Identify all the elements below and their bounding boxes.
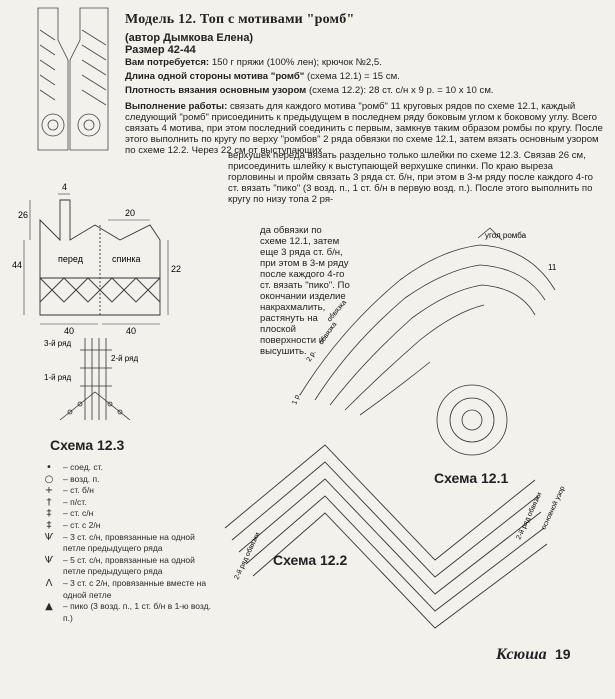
legend-item: ‡ – ст. с 2/н <box>35 520 215 532</box>
legend-text: – пико (3 возд. п., 1 ст. б/н в 1-ю возд… <box>63 601 211 623</box>
density-label: Плотность вязания основным узором <box>125 85 307 96</box>
legend-text: – 3 ст. с/н, провязанные на одной петле … <box>63 531 195 554</box>
legend-text: – возд. п. <box>63 473 100 484</box>
label-row1: 1-й ряд <box>44 373 71 382</box>
legend-text: – ст. с 2/н <box>63 519 101 530</box>
label-side-right: 2-й ряд обвязки <box>515 491 544 541</box>
instructions-part3: да обвязки по схеме 12.1, затем еще 3 ря… <box>260 225 350 357</box>
legend-symbol: ‡ <box>46 519 52 531</box>
page-number: 19 <box>555 646 571 662</box>
density-value: (схема 12.2): 28 ст. с/н х 9 р. = 10 х 1… <box>308 85 494 96</box>
page-title: Модель 12. Топ с мотивами "ромб" <box>125 12 355 27</box>
motif-spec: Длина одной стороны мотива "ромб" (схема… <box>125 71 595 82</box>
label-main-pattern: основной узор <box>540 485 567 531</box>
legend-item: ‡ – ст. с/н <box>35 508 215 520</box>
schema-12-2-label: Схема 12.2 <box>273 552 348 568</box>
schema-12-3-label: Схема 12.3 <box>50 437 125 453</box>
label-corner: угол ромба <box>485 231 527 240</box>
label-row2-small: 2 р. <box>306 349 318 363</box>
yarn-label: Вам потребуется: <box>125 57 210 68</box>
legend-symbol: Λ <box>45 577 53 589</box>
legend-text: – соед. ст. <box>63 462 103 472</box>
instructions-label: Выполнение работы: <box>125 101 228 112</box>
legend-symbol: ▲ <box>45 601 53 613</box>
legend-symbol: ‡ <box>46 508 52 520</box>
schema-12-3-diagram <box>59 338 131 421</box>
yarn-value: 150 г пряжи (100% лен); крючок №2,5. <box>211 57 382 68</box>
legend-item: ▲ – пико (3 возд. п., 1 ст. б/н в 1-ю воз… <box>35 601 215 624</box>
dim-4: 4 <box>62 182 67 192</box>
label-row3: 3-й ряд <box>44 339 71 348</box>
legend-text: – ст. б/н <box>63 485 94 496</box>
dim-22: 22 <box>171 264 181 274</box>
legend-item: • – соед. ст. <box>35 462 215 474</box>
legend-item: Λ – 3 ст. с 2/н, провязанные вместе на од… <box>35 578 215 601</box>
dim-40-left: 40 <box>64 326 74 336</box>
label-row2: 2-й ряд <box>111 354 138 363</box>
label-row11: 11 <box>548 263 557 272</box>
dim-40-right: 40 <box>126 326 136 336</box>
author: (автор Дымкова Елена) <box>125 32 254 44</box>
legend-symbol: Ѱ <box>44 554 54 566</box>
legend-symbol: • <box>46 462 52 473</box>
instructions-part2: верхушек переда вязать раздельно только … <box>228 150 593 205</box>
garment-schematic <box>39 199 161 316</box>
garment-thumbnail <box>37 7 109 151</box>
legend-item: ○ – возд. п. <box>35 474 215 486</box>
density-spec: Плотность вязания основным узором (схема… <box>125 85 595 96</box>
schema-12-2-diagram <box>224 444 548 629</box>
legend-text: – 3 ст. с 2/н, провязанные вместе на одн… <box>63 577 207 600</box>
legend-text: – п/ст. <box>63 496 87 507</box>
label-edging2: обвязка <box>325 298 348 323</box>
motif-label: Длина одной стороны мотива "ромб" <box>125 71 305 82</box>
dim-26: 26 <box>18 210 28 220</box>
legend-symbol: ○ <box>44 473 54 485</box>
instructions-text1: связать для каждого мотива "ромб" 11 кру… <box>125 101 603 156</box>
legend-text: – 5 ст. с/н, провязанные на одной петле … <box>63 554 195 577</box>
schematic-dimensions <box>23 193 169 325</box>
dim-20: 20 <box>125 208 135 218</box>
schema-12-1-diagram <box>299 227 556 456</box>
magazine-brand: Ксюша <box>496 646 547 663</box>
label-edging1: обвязка <box>317 320 338 346</box>
legend-item: Ѱ – 3 ст. с/н, провязанные на одной петле… <box>35 532 215 555</box>
motif-value: (схема 12.1) = 15 см. <box>307 71 400 82</box>
size-info: Размер 42-44 <box>125 44 196 56</box>
schema-12-1-label: Схема 12.1 <box>434 470 509 486</box>
yarn-spec: Вам потребуется: 150 г пряжи (100% лен);… <box>125 57 595 68</box>
legend-item: Ѱ – 5 ст. с/н, провязанные на одной петле… <box>35 555 215 578</box>
legend-symbol: Ѱ <box>44 531 54 543</box>
legend-item: † – п/ст. <box>35 497 215 509</box>
instructions-part1: Выполнение работы: связать для каждого м… <box>125 101 605 156</box>
legend-text: – ст. с/н <box>63 508 94 519</box>
label-side-left: 2-й ряд обвязки <box>233 531 262 581</box>
label-row1-small: 1 р. <box>291 392 302 405</box>
label-front: перед <box>58 254 84 264</box>
legend-symbol: + <box>44 485 54 497</box>
label-back: спинка <box>112 254 141 264</box>
symbol-legend: • – соед. ст. ○ – возд. п. + – ст. б/н † – п… <box>35 462 215 624</box>
dim-44: 44 <box>12 260 22 270</box>
legend-item: + – ст. б/н <box>35 485 215 497</box>
legend-symbol: † <box>46 496 52 508</box>
